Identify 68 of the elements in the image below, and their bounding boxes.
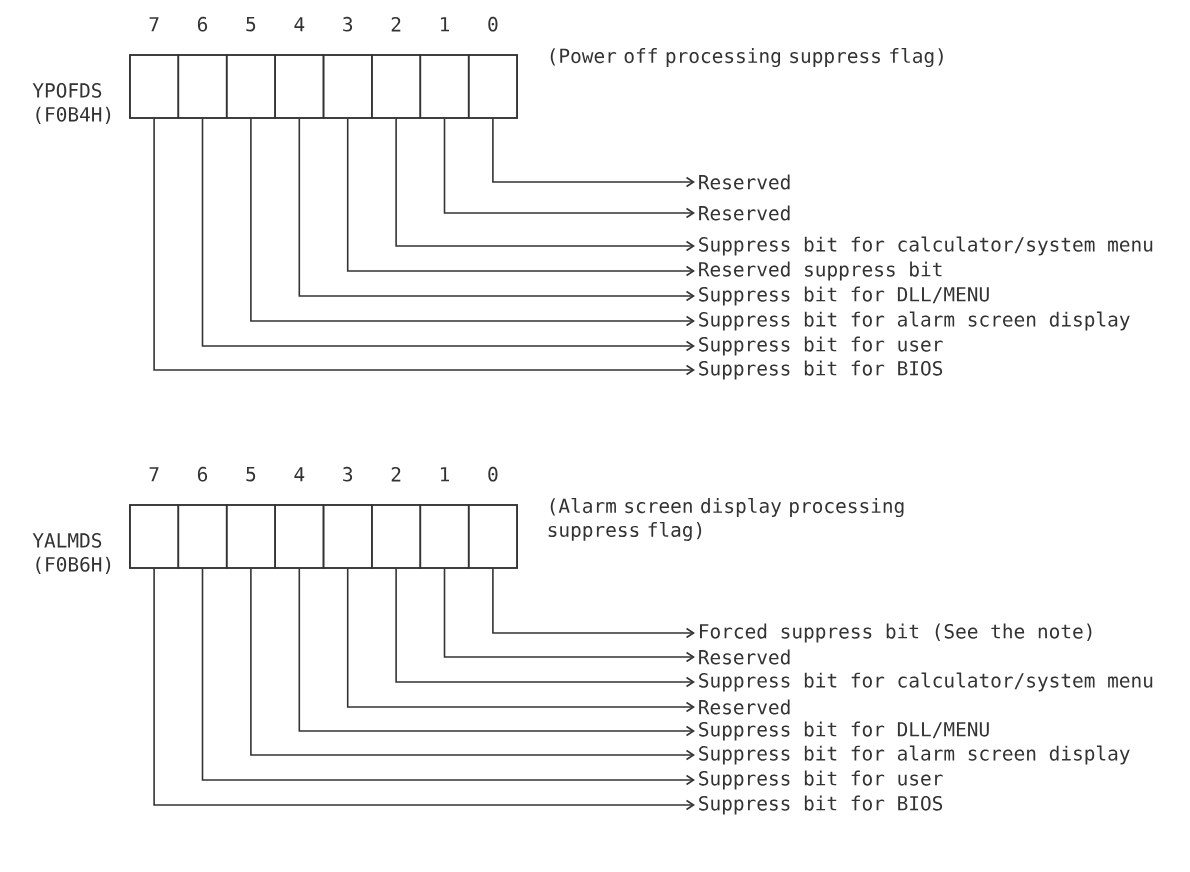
leader-arrow (346, 118, 695, 277)
bit-cell (274, 54, 325, 119)
bit-cell (129, 54, 180, 119)
bit-description: Suppress bit for DLL/MENU (699, 721, 989, 741)
node-label: YALMDS (F0B6H) (32, 533, 111, 574)
bit-cell (177, 504, 228, 569)
bit-description: Suppress bit for calculator/system menu (699, 672, 1153, 692)
bit-cell (177, 54, 228, 119)
bit-number: 1 (441, 467, 450, 482)
bit-number: 6 (197, 16, 208, 32)
bit-description: Suppress bit for user (699, 336, 943, 356)
bit-number: 6 (197, 466, 208, 482)
bit-number: 5 (246, 467, 256, 482)
bit-number: 2 (391, 17, 401, 32)
leader-arrow (395, 568, 695, 688)
bit-description: Reserved suppress bit (699, 261, 942, 281)
bit-cell (322, 504, 373, 569)
bit-description: Suppress bit for calculator/system menu (699, 236, 1153, 256)
bit-cell (467, 504, 518, 569)
leader-arrow (346, 568, 695, 713)
bit-description: Forced suppress bit (See the note) (700, 623, 1092, 643)
leader-arrow (201, 118, 695, 352)
flag-description: (Power off processing suppress flag) (550, 48, 943, 68)
bit-description: Reserved (699, 174, 790, 190)
leader-arrow (153, 118, 695, 376)
bit-number: 4 (294, 17, 305, 32)
leader-arrow (395, 118, 695, 252)
bit-cell (419, 54, 470, 119)
bit-number: 1 (441, 17, 450, 32)
leader-arrow (298, 118, 695, 302)
bit-description: Suppress bit for alarm screen display (699, 745, 1130, 765)
bit-description: Suppress bit for BIOS (699, 360, 943, 380)
leader-arrow (492, 118, 695, 188)
bit-number: 2 (391, 467, 401, 482)
bit-cell (371, 54, 422, 119)
bit-cell (225, 54, 276, 119)
bit-cell (467, 54, 518, 119)
bit-cell (371, 504, 422, 569)
bit-cell (274, 504, 325, 569)
bit-description: Reserved (699, 205, 790, 221)
bit-description: Suppress bit for DLL/MENU (699, 286, 989, 306)
bit-number: 7 (149, 17, 159, 32)
bit-description: Reserved (699, 699, 790, 715)
leader-arrow (443, 568, 695, 663)
bit-cell (129, 504, 180, 569)
bit-number: 7 (149, 467, 159, 482)
leader-arrow (201, 568, 695, 786)
node-label: YPOFDS (F0B4H) (32, 83, 111, 124)
leader-arrow (250, 568, 695, 761)
leader-arrow (153, 568, 695, 811)
bit-cell (419, 504, 470, 569)
bit-number: 3 (343, 16, 353, 32)
bit-cell (322, 54, 373, 119)
bit-description: Suppress bit for user (699, 770, 943, 790)
flag-description: (Alarm screen display processing suppress flag) (548, 498, 904, 541)
bit-number: 0 (488, 16, 498, 32)
leader-arrow (250, 118, 695, 327)
bit-cell (225, 504, 276, 569)
bit-description: Suppress bit for alarm screen display (699, 311, 1130, 331)
leader-arrow (443, 118, 695, 219)
bit-description: Suppress bit for BIOS (699, 795, 943, 815)
bit-number: 5 (246, 17, 256, 32)
bit-description: Reserved (699, 649, 790, 665)
bit-number: 4 (294, 467, 305, 482)
leader-arrow (492, 568, 695, 639)
bit-number: 3 (343, 466, 353, 482)
leader-arrow (298, 568, 695, 737)
bit-number: 0 (488, 466, 498, 482)
